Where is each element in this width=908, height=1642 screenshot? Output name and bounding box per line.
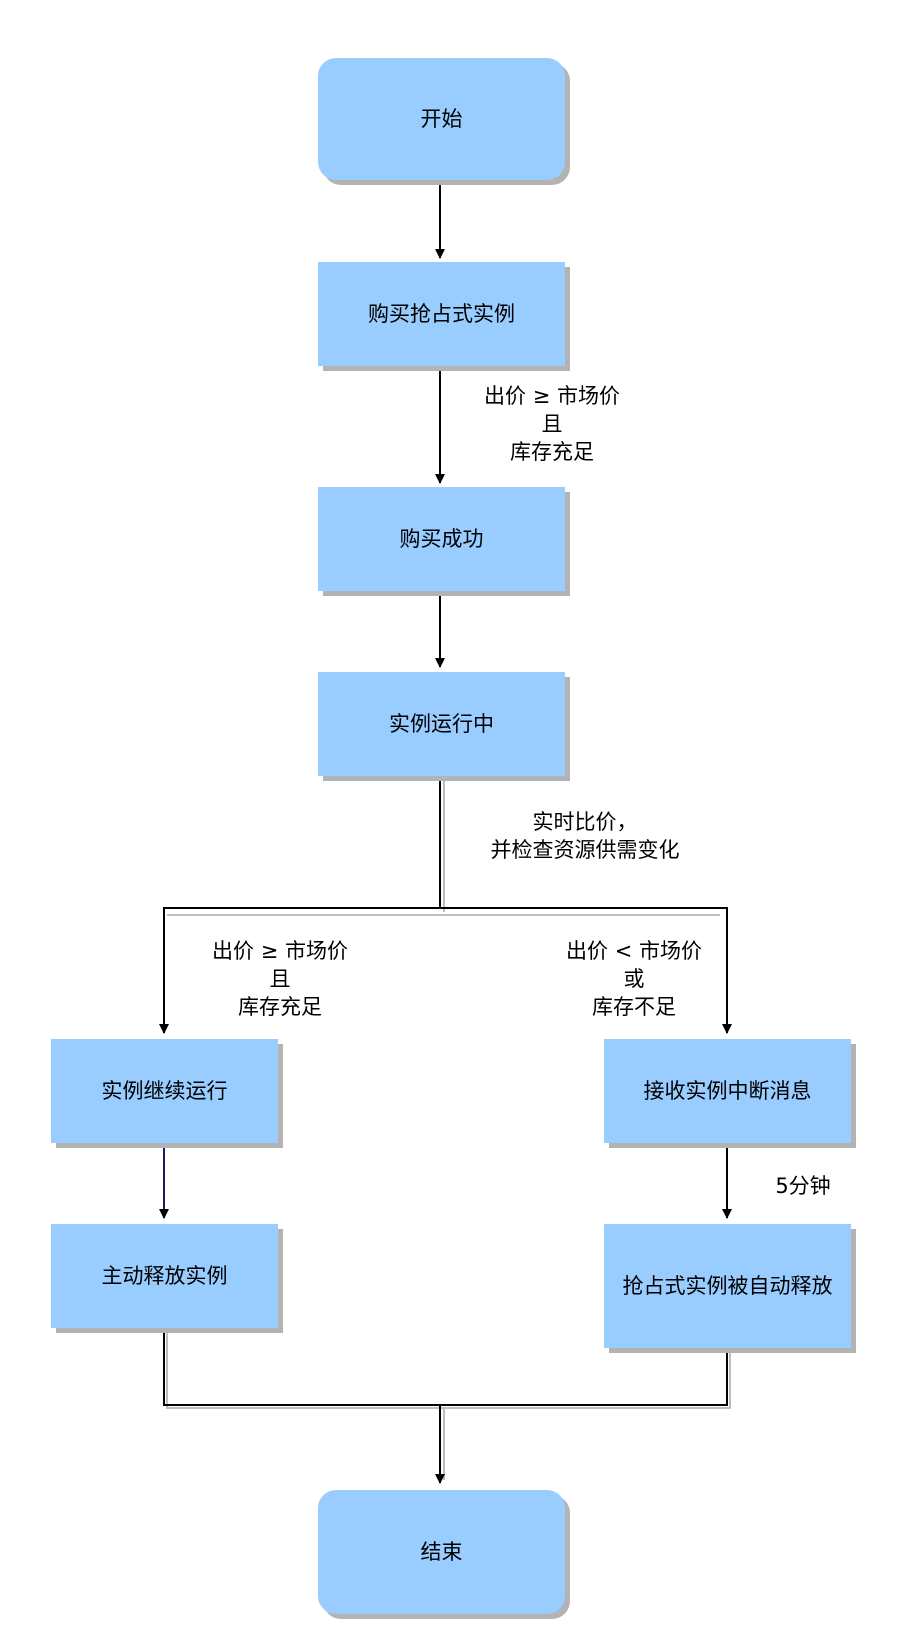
label-bid-fail-branch: 出价 < 市场价 或 库存不足 [566,939,702,1019]
node-end: 结束 [318,1490,565,1614]
node-auto-release: 抢占式实例被自动释放 [604,1224,851,1348]
edges [159,180,732,1484]
node-receive-interrupt-message: 接收实例中断消息 [604,1039,851,1143]
label-five-minutes: 5分钟 [775,1174,831,1198]
edge-split-to-continue [159,907,440,1034]
label-realtime-compare: 实时比价， 并检查资源供需变化 [490,810,680,862]
edge-split-to-interrupt [440,907,732,1034]
node-manual-release: 主动释放实例 [51,1224,278,1328]
edge-release-to-merge [163,1327,728,1406]
node-start: 开始 [318,58,565,180]
node-buy-spot-instance: 购买抢占式实例 [318,262,565,366]
label-bid-ok-branch: 出价 ≥ 市场价 且 库存充足 [212,939,348,1019]
node-instance-running: 实例运行中 [318,672,565,776]
label-bid-ok: 出价 ≥ 市场价 且 库存充足 [484,384,620,464]
node-instance-continue-running: 实例继续运行 [51,1039,278,1143]
node-buy-success: 购买成功 [318,487,565,591]
